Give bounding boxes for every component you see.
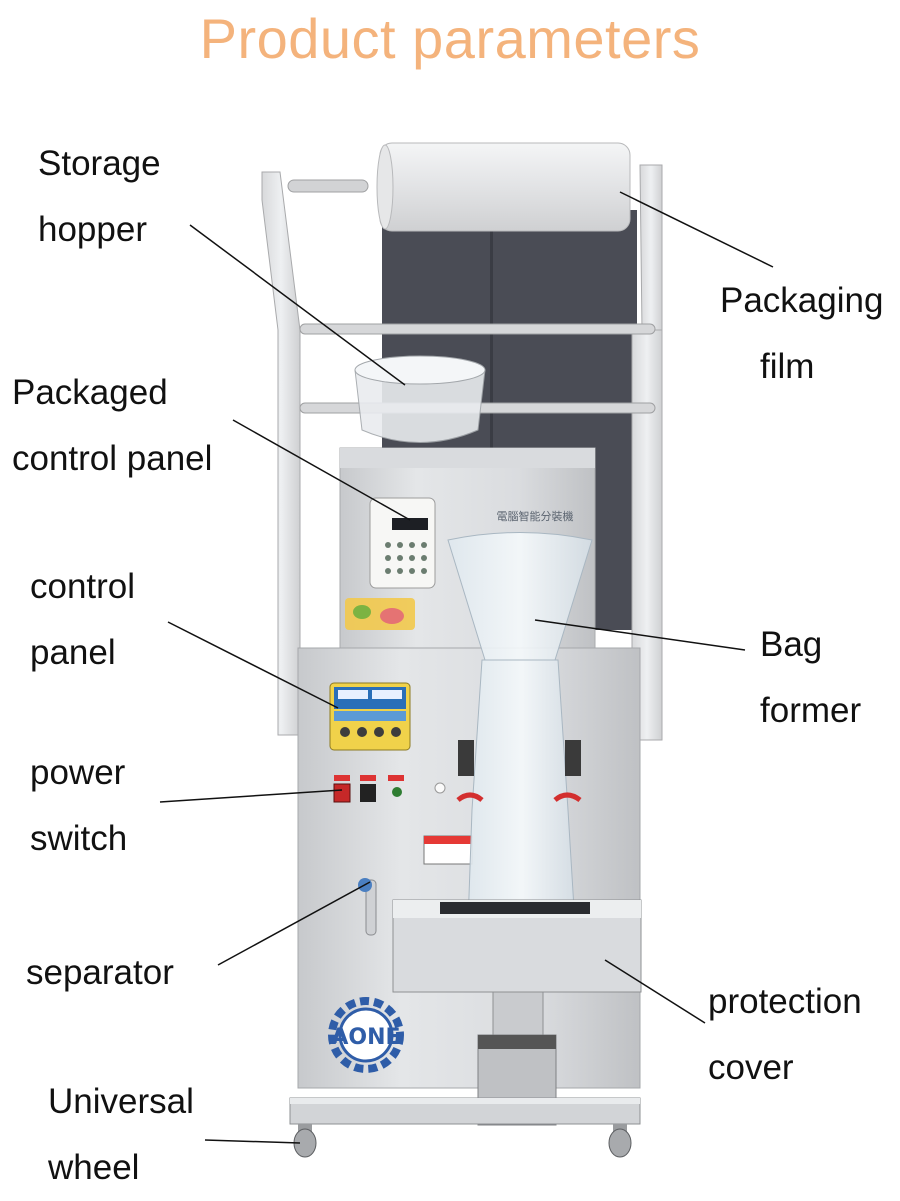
leader-lines (159, 191, 774, 1144)
leader-control-panel (167, 621, 339, 709)
label-bag-former: Bag former (760, 625, 862, 730)
leader-bag-former (534, 619, 746, 651)
brand-logo-text: AONE (331, 1025, 400, 1050)
leader-power-switch (159, 789, 343, 803)
leader-storage-hopper (189, 224, 406, 386)
hopper-sign: 電腦智能分裝機 (497, 509, 574, 523)
packaging-film-roll (379, 142, 631, 232)
power-switch (333, 783, 351, 803)
leader-universal-wheel (204, 1139, 301, 1144)
bag-former (447, 532, 593, 661)
label-packaging-film: Packaging film (720, 281, 884, 386)
universal-wheel (293, 1124, 632, 1158)
leader-separator (217, 881, 371, 966)
leader-packaged-control-panel (232, 419, 411, 521)
label-control-panel: control panel (30, 567, 136, 672)
left-frame (261, 171, 301, 736)
label-universal-wheel: Universal wheel (48, 1082, 194, 1187)
label-storage-hopper: Storage hopper (38, 144, 161, 249)
label-power-switch: power switch (30, 753, 128, 858)
leader-packaging-film (619, 191, 774, 268)
page-title: Product parameters (199, 7, 701, 70)
label-protection-cover: protection cover (708, 982, 862, 1087)
brand-logo: AONE (328, 997, 404, 1073)
label-packaged-control-panel: Packaged control panel (12, 373, 213, 478)
separator-handle (365, 879, 377, 936)
label-separator: separator (26, 953, 174, 992)
leader-protection-cover (604, 959, 706, 1024)
right-frame (639, 164, 663, 331)
